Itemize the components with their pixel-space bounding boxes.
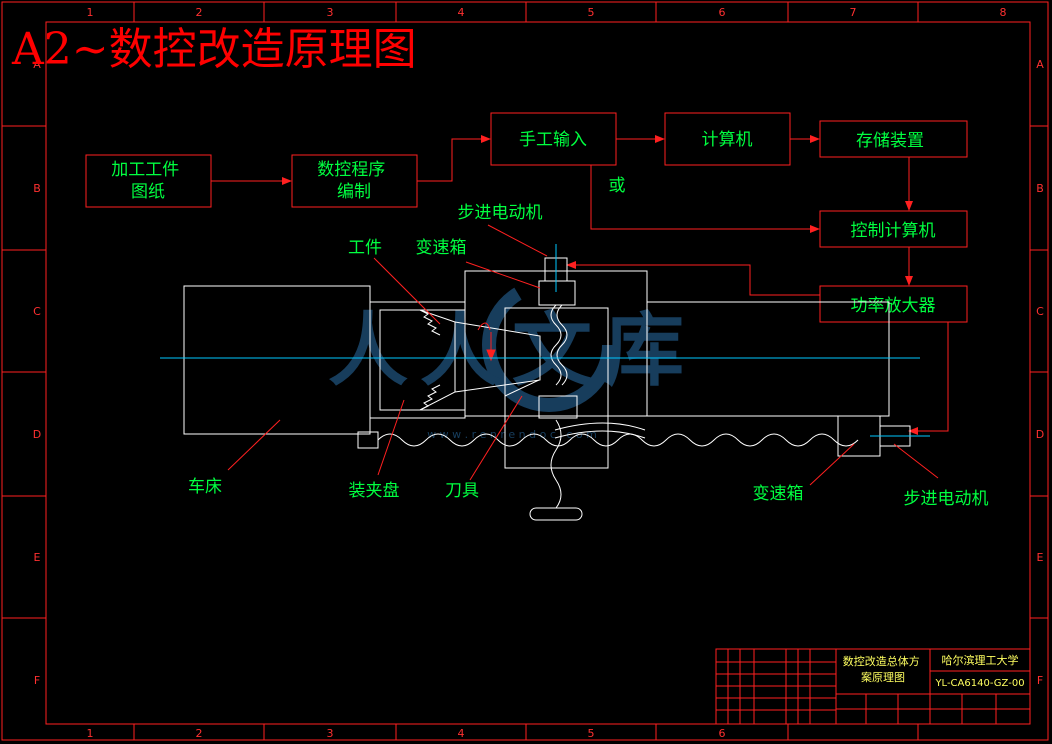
col-label: 4 — [458, 727, 465, 740]
label-stepper-bottom: 步进电动机 — [904, 489, 989, 509]
lathe-mechanism — [183, 257, 911, 521]
row-label: C — [33, 305, 41, 318]
watermark-logo-icon — [482, 278, 616, 412]
col-label: 3 — [327, 727, 334, 740]
title-block-text: 数控改造总体方 案原理图 哈尔滨理工大学 YL-CA6140-GZ-00 — [843, 653, 1025, 689]
or-label: 或 — [609, 176, 626, 196]
row-label: D — [33, 428, 41, 441]
col-label: 4 — [458, 6, 465, 19]
col-label: 1 — [87, 727, 94, 740]
row-label: F — [1037, 674, 1043, 687]
col-label: 8 — [1000, 6, 1007, 19]
row-label: D — [1036, 428, 1044, 441]
row-label: E — [1037, 551, 1044, 564]
row-label: B — [1036, 182, 1044, 195]
label-gearbox-top: 变速箱 — [416, 238, 467, 258]
flow-arrowheads — [282, 135, 918, 435]
box-power-amp-label: 功率放大器 — [851, 296, 936, 316]
row-label: F — [34, 674, 40, 687]
row-label: C — [1036, 305, 1044, 318]
col-label: 2 — [196, 727, 203, 740]
box-nc-program-line: 数控程序 — [317, 160, 385, 180]
row-label: A — [33, 58, 41, 71]
row-label: B — [33, 182, 41, 195]
feed-arrow — [477, 322, 496, 362]
label-lathe: 车床 — [188, 477, 222, 497]
watermark: 人人文库 w w w . r e n r e n d o c . c o m — [328, 278, 696, 441]
box-nc-program-line: 编制 — [337, 182, 371, 202]
title-block-drawing-no: YL-CA6140-GZ-00 — [934, 678, 1024, 689]
title-block — [715, 648, 1031, 725]
col-label: 2 — [196, 6, 203, 19]
box-drawing-line: 图纸 — [131, 182, 165, 202]
box-manual-input-label: 手工输入 — [519, 130, 587, 150]
col-label: 3 — [327, 6, 334, 19]
part-labels: 步进电动机 工件 变速箱 车床 装夹盘 刀具 变速箱 步进电动机 — [188, 203, 989, 509]
box-drawing-label: 加工工件 图纸 — [111, 160, 184, 202]
page-title: A2~数控改造原理图 — [11, 24, 417, 75]
flow-box-text: 加工工件 图纸 数控程序 编制 手工输入 计算机 存储装置 控制计算机 功率放大… — [111, 130, 935, 316]
col-label: 5 — [588, 727, 595, 740]
col-label: 1 — [87, 6, 94, 19]
watermark-url: w w w . r e n r e n d o c . c o m — [427, 428, 597, 441]
zone-labels: 1 2 3 4 5 6 7 8 1 2 3 4 5 6 A B C D E F … — [33, 6, 1044, 740]
leader-lines — [227, 224, 939, 486]
col-label: 6 — [719, 6, 726, 19]
col-label: 6 — [719, 727, 726, 740]
label-workpiece: 工件 — [348, 238, 382, 258]
watermark-text: 人人文库 — [328, 304, 696, 397]
title-block-drawing-name-line: 案原理图 — [861, 670, 905, 684]
box-computer-label: 计算机 — [702, 130, 753, 150]
label-gearbox-bottom: 变速箱 — [753, 484, 804, 504]
title-block-drawing-name-line: 数控改造总体方 — [843, 654, 920, 668]
box-control-computer-label: 控制计算机 — [851, 221, 936, 241]
box-power-amp — [819, 285, 968, 323]
label-stepper-top: 步进电动机 — [458, 203, 543, 223]
row-label: A — [1036, 58, 1044, 71]
label-chuck: 装夹盘 — [349, 481, 400, 501]
title-block-school: 哈尔滨理工大学 — [942, 653, 1019, 667]
box-nc-program-label: 数控程序 编制 — [317, 160, 390, 202]
label-tool: 刀具 — [445, 481, 479, 501]
col-label: 7 — [850, 6, 857, 19]
box-drawing-line: 加工工件 — [111, 160, 179, 180]
box-storage-label: 存储装置 — [856, 131, 924, 151]
title-block-drawing-name: 数控改造总体方 案原理图 — [843, 654, 924, 684]
row-label: E — [34, 551, 41, 564]
col-label: 5 — [588, 6, 595, 19]
